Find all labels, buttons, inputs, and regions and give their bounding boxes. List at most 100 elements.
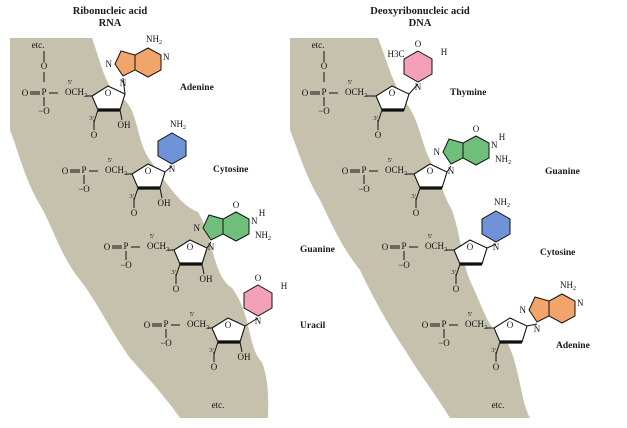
- prime-3-label: 3′: [209, 347, 214, 354]
- oxygen-minus-atom: −O: [438, 338, 450, 348]
- bond-line: [446, 165, 452, 173]
- etc-top-label: etc.: [312, 40, 325, 50]
- prime-5-label: 5′: [468, 311, 473, 318]
- phosphorus-atom: P: [123, 241, 128, 251]
- attach-nitrogen: N: [255, 316, 262, 326]
- phosphorus-atom: P: [81, 165, 86, 175]
- hydroxyl-group: OH: [200, 274, 213, 284]
- pyrimidine-ring: [243, 284, 273, 317]
- oxygen-minus-atom: −O: [160, 338, 172, 348]
- oxygen-atom: O: [493, 362, 500, 372]
- bond-line: [175, 263, 181, 277]
- base-label-adenine: Adenine: [556, 341, 590, 351]
- och2-subscript: 2: [166, 247, 169, 253]
- dna-title: Deoxyribonucleic acid: [370, 6, 470, 17]
- amino-subscript: 2: [508, 160, 511, 166]
- oxygen-atom: O: [453, 284, 460, 294]
- oxygen-atom: O: [321, 61, 328, 71]
- pyrimidine-ring: [481, 210, 511, 243]
- nucleobase: N: [157, 132, 187, 174]
- oxygen-atom: O: [422, 320, 429, 330]
- bond-line: [164, 165, 173, 173]
- attach-nitrogen: N: [448, 166, 455, 176]
- purine-five-ring: [202, 214, 224, 241]
- och2-group: OCH2: [187, 319, 209, 331]
- attach-nitrogen: N: [493, 242, 500, 252]
- attach-nitrogen: N: [534, 324, 541, 334]
- och2-group: OCH2: [345, 87, 367, 99]
- nucleobase: NNN: [194, 211, 258, 252]
- dna-backbone-band: [290, 38, 530, 418]
- amino-group: NH2: [560, 280, 576, 292]
- bond-line: [93, 109, 99, 123]
- carbonyl-oxygen: O: [473, 124, 480, 134]
- carbonyl-oxygen: O: [255, 273, 262, 283]
- oxygen-atom: O: [22, 88, 29, 98]
- prime-3-label: 3′: [129, 193, 134, 200]
- ring-oxygen: O: [105, 88, 112, 98]
- och2-subscript: 2: [404, 171, 407, 177]
- nitrogen-atom: N: [106, 59, 113, 69]
- etc-bottom-label: etc.: [212, 400, 225, 410]
- dna-strand: etc.OPO−OOCH25′O3′NOHH3CThymineOPO−OOCH2…: [302, 39, 590, 410]
- ring-oxygen: O: [145, 166, 152, 176]
- prime-5-label: 5′: [388, 157, 393, 164]
- hydroxyl-group: OH: [158, 198, 171, 208]
- ring-oxygen: O: [507, 320, 514, 330]
- bond-line: [206, 241, 212, 249]
- oxygen-atom: O: [62, 166, 69, 176]
- purine-five-ring: [528, 296, 550, 323]
- prime-5-label: 5′: [150, 233, 155, 240]
- hydrogen-atom: H: [281, 281, 288, 291]
- methyl-group: H3C: [387, 49, 404, 59]
- carbonyl-oxygen: O: [415, 39, 422, 49]
- carbonyl-oxygen: O: [233, 200, 240, 210]
- nucleobase: NNN: [434, 135, 498, 176]
- nitrogen-atom: N: [491, 140, 498, 150]
- och2-subscript: 2: [484, 325, 487, 331]
- oxygen-atom: O: [302, 88, 309, 98]
- bond-line: [377, 109, 383, 123]
- oxygen-atom: O: [382, 242, 389, 252]
- och2-group: OCH2: [425, 241, 447, 253]
- nitrogen-atom: N: [520, 305, 527, 315]
- bond-line: [239, 341, 243, 353]
- oxygen-minus-atom: −O: [120, 260, 132, 270]
- och2-group: OCH2: [385, 165, 407, 177]
- prime-3-label: 3′: [491, 347, 496, 354]
- oxygen-atom: O: [131, 208, 138, 218]
- och2-subscript: 2: [84, 93, 87, 99]
- rna-subtitle: RNA: [99, 18, 122, 29]
- oxygen-atom: O: [342, 166, 349, 176]
- prime-5-label: 5′: [190, 311, 195, 318]
- prime-5-label: 5′: [428, 233, 433, 240]
- bond-line: [201, 263, 205, 275]
- nitrogen-atom: N: [251, 216, 258, 226]
- amino-subscript: 2: [573, 286, 576, 292]
- amino-subscript: 2: [159, 40, 162, 46]
- amino-group: NH2: [494, 197, 510, 209]
- purine-five-ring: [114, 50, 136, 77]
- nitrogen-atom: N: [194, 223, 201, 233]
- base-label-thymine: Thymine: [450, 88, 486, 98]
- bond-line: [122, 77, 126, 95]
- bond-line: [119, 109, 123, 121]
- och2-subscript: 2: [206, 325, 209, 331]
- base-label-adenine: Adenine: [180, 83, 214, 93]
- base-label-uracil: Uracil: [300, 321, 326, 331]
- attach-nitrogen: N: [208, 242, 215, 252]
- och2-group: OCH2: [465, 319, 487, 331]
- purine-six-ring: [222, 211, 250, 242]
- nitrogen-atom: N: [434, 147, 441, 157]
- bond-line: [244, 317, 259, 327]
- prime-3-label: 3′: [171, 269, 176, 276]
- bond-line: [415, 187, 421, 201]
- oxygen-atom: O: [144, 320, 151, 330]
- prime-3-label: 3′: [373, 115, 378, 122]
- attach-nitrogen: N: [415, 82, 422, 92]
- oxygen-atom: O: [104, 242, 111, 252]
